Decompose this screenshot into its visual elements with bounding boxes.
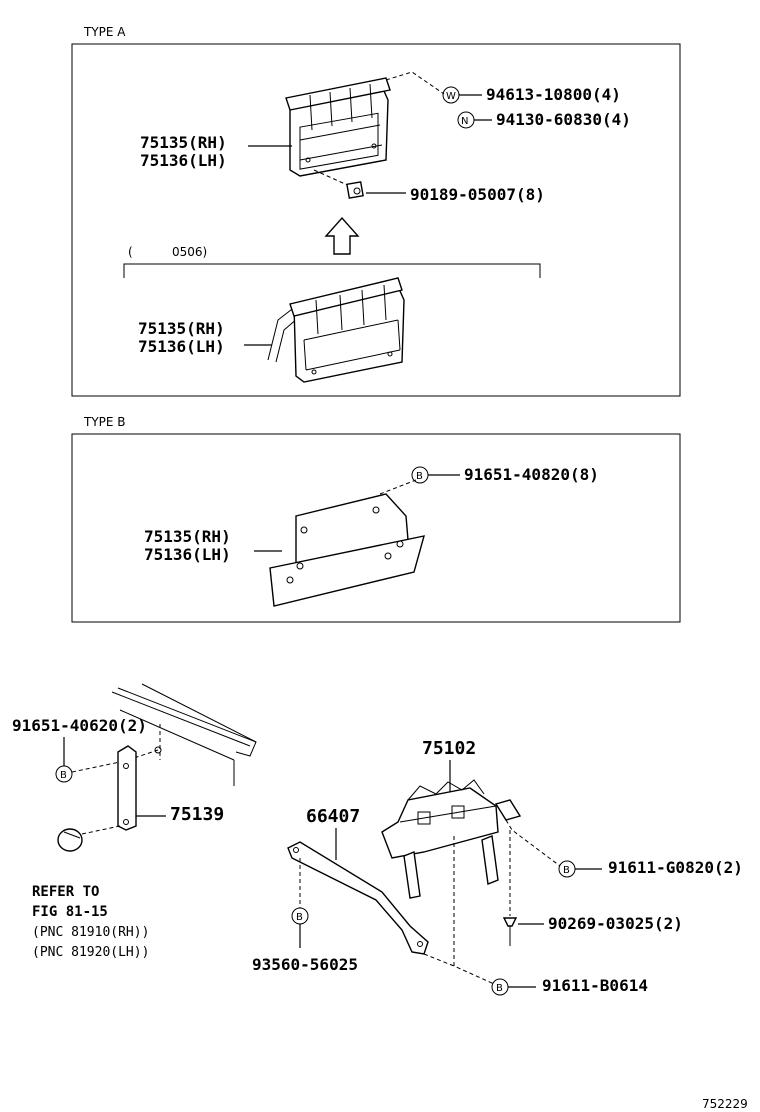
grommet-icon — [57, 828, 83, 852]
refer-line-1: REFER TO — [32, 884, 99, 900]
bolt-g-part-number: 91611-G0820(2) — [608, 858, 743, 877]
type-b-bracket-rh-label: 75135(RH) — [144, 527, 231, 546]
type-a-bracket-lower — [267, 277, 405, 383]
screw-part-number: 90269-03025(2) — [548, 914, 683, 933]
type-a-old-bracket-lh-label: 75136(LH) — [138, 337, 225, 356]
type-a-bracket-rh-label: 75135(RH) — [140, 133, 227, 152]
left-bolt-symbol: B — [60, 770, 67, 781]
type-b-bracket-lh-label: 75136(LH) — [144, 545, 231, 564]
left-bolt-part-number: 91651-40620(2) — [12, 716, 147, 735]
range-open: ( — [128, 245, 133, 259]
type-a-old-bracket-rh-label: 75135(RH) — [138, 319, 225, 338]
washer-part-number: 94613-10800(4) — [486, 85, 621, 104]
bolt-hole-icon — [154, 746, 162, 754]
leader-bolt-g-dash — [505, 819, 561, 867]
small-bracket — [117, 745, 137, 831]
leader-bolt-b-dash — [423, 836, 495, 985]
washer-symbol: W — [446, 91, 456, 102]
type-a-label: TYPE A — [83, 25, 126, 39]
up-arrow-icon — [324, 216, 360, 255]
type-b-frame — [71, 433, 681, 623]
bolt-b-part-number: 91611-B0614 — [542, 976, 648, 995]
leader-left-bolt-dash — [71, 749, 159, 773]
small-bracket-part-number: 75139 — [170, 804, 224, 825]
bolt-g-symbol: B — [563, 865, 570, 876]
emblem-assembly — [381, 779, 522, 899]
type-b-bracket — [269, 493, 425, 607]
screw-icon — [502, 917, 518, 946]
type-a-bracket-lh-label: 75136(LH) — [140, 151, 227, 170]
type-b-bolt-part-number: 91651-40820(8) — [464, 465, 599, 484]
stay-bolt-part-number: 93560-56025 — [252, 955, 358, 974]
nut-part-number: 94130-60830(4) — [496, 110, 631, 129]
emblem-part-number: 75102 — [422, 738, 476, 759]
clip-part-number: 90189-05007(8) — [410, 185, 545, 204]
range-code: 0506) — [172, 245, 207, 259]
refer-line-3: (PNC 81910(RH)) — [32, 925, 149, 940]
stay-part-number: 66407 — [306, 806, 360, 827]
stay-bolt-symbol: B — [296, 912, 303, 923]
type-b-label: TYPE B — [83, 415, 126, 429]
nut-symbol: N — [461, 116, 468, 127]
range-bracket-line — [123, 263, 541, 278]
leader-grommet-dash — [81, 825, 121, 835]
clip-icon — [346, 181, 364, 199]
leader-a-washer-dash — [385, 71, 445, 95]
left-bolt-symbol-icon — [55, 765, 73, 783]
illustration-code: 752229 — [702, 1097, 748, 1111]
leader-b-bolt-dash — [379, 479, 417, 495]
refer-line-4: (PNC 81920(LH)) — [32, 945, 149, 960]
refer-line-2: FIG 81-15 — [32, 904, 108, 920]
type-a-frame — [71, 43, 681, 397]
frame-rail — [111, 683, 257, 786]
type-a-bracket-upper — [285, 77, 391, 177]
bolt-b-symbol: B — [496, 983, 503, 994]
type-b-bolt-symbol: B — [416, 471, 423, 482]
